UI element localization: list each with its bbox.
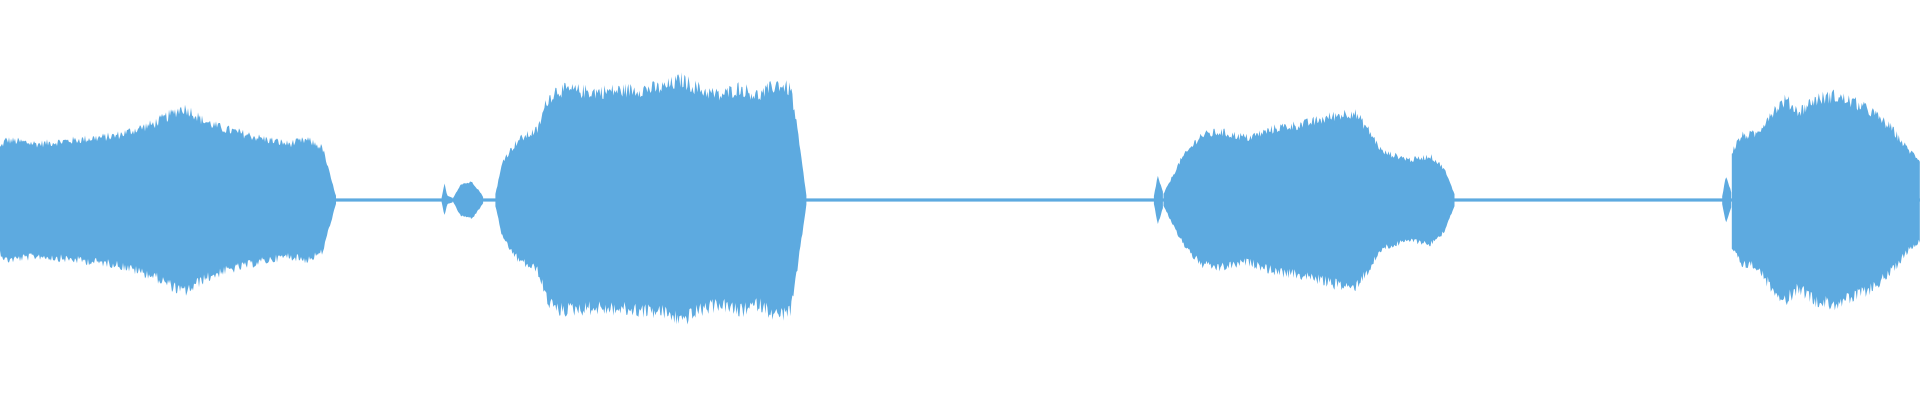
waveform-segment-sound-3 — [1163, 109, 1455, 292]
waveform-segment-tick-1 — [1153, 175, 1163, 224]
waveform-segment-blip-1 — [441, 183, 453, 215]
waveform-layer — [0, 72, 1920, 325]
waveform-segment-tick-2 — [1722, 177, 1732, 223]
waveform-segment-sound-1 — [0, 104, 336, 296]
waveform-segment-sound-4 — [1731, 89, 1920, 311]
waveform-segment-blip-2 — [453, 181, 484, 219]
waveform-segment-sound-2 — [495, 72, 807, 325]
waveform-baseline — [0, 198, 1920, 202]
